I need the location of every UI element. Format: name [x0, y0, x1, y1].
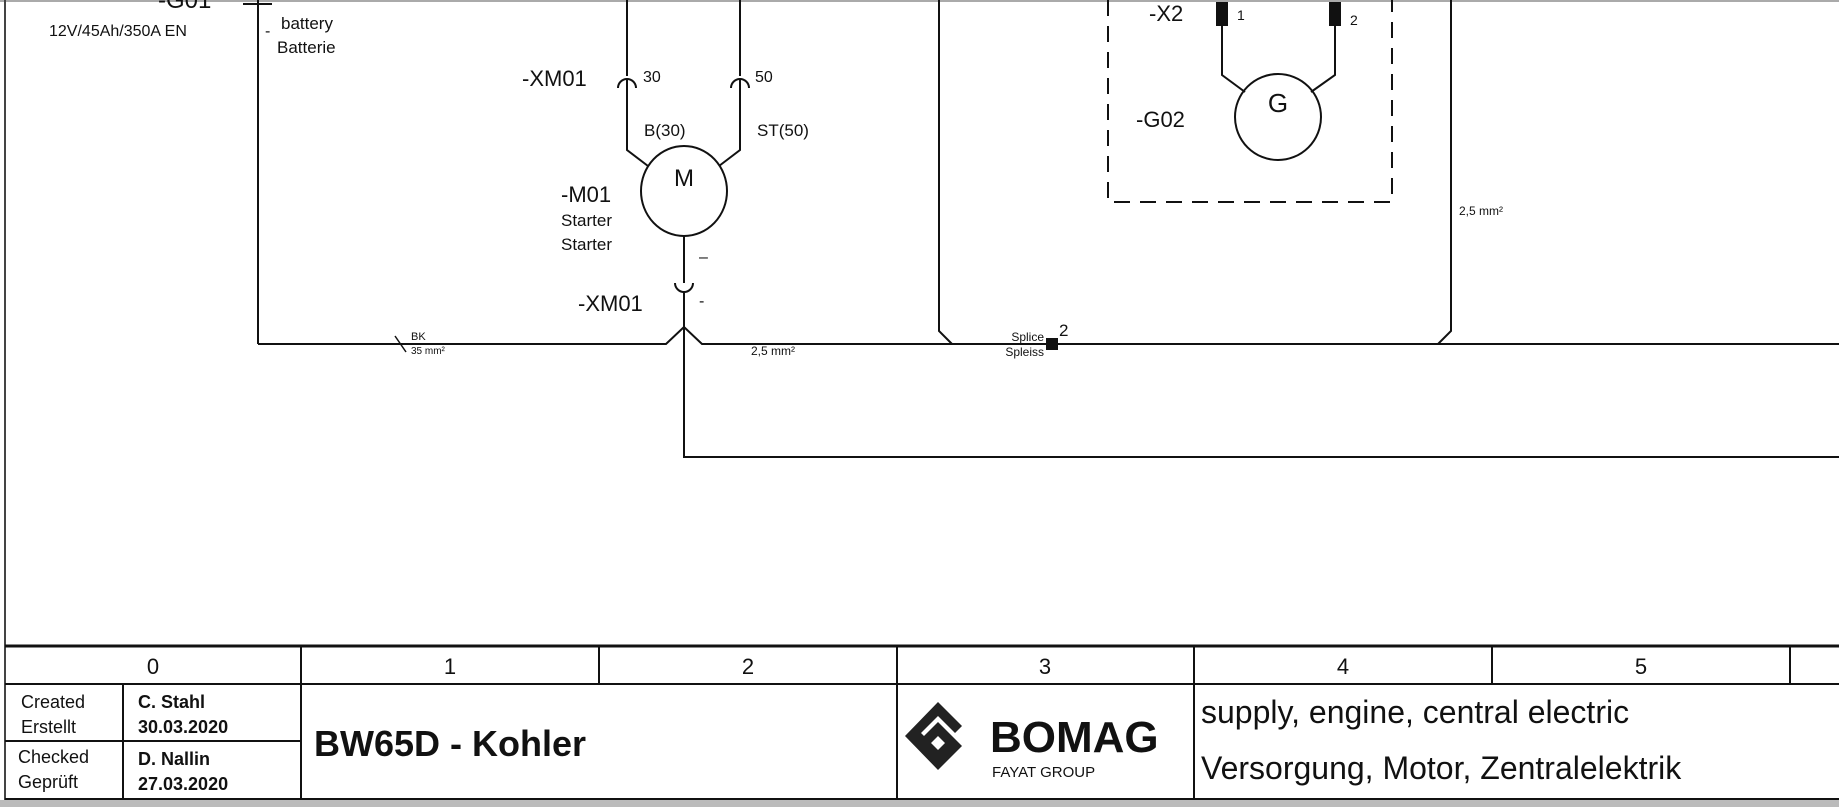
splice-icon	[1046, 338, 1058, 350]
connector-xm01-top-label: -XM01	[522, 66, 587, 91]
column-number: 2	[742, 654, 754, 679]
alternator-g02[interactable]: -X2 1 2 G -G02	[1107, 0, 1393, 203]
column-number: 3	[1039, 654, 1051, 679]
connector-pin-50-icon	[730, 78, 750, 89]
wire-color-label: BK	[411, 331, 426, 343]
wire-to-right	[683, 292, 1839, 458]
wire-cross-section-starter: 2,5 mm²	[751, 344, 795, 358]
created-date: 30.03.2020	[138, 717, 228, 737]
wire-cross-section-right: 2,5 mm²	[1459, 204, 1503, 218]
column-number: 5	[1635, 654, 1647, 679]
terminal-st50-label: ST(50)	[757, 121, 809, 140]
bomag-logo-icon	[905, 702, 962, 770]
wire-mark-slash	[394, 335, 407, 353]
starter-name-en: Starter	[561, 211, 612, 230]
pin-minus-label: -	[699, 293, 704, 310]
battery-id: -G01	[158, 0, 211, 14]
pin-30-label: 30	[643, 69, 661, 86]
splice-2[interactable]: Splice Spleiss 2	[1005, 321, 1068, 359]
connector-x2-label: -X2	[1149, 1, 1183, 26]
logo-brand: BOMAG	[990, 713, 1159, 762]
wire-g-pin2	[1310, 26, 1336, 93]
created-label-en: Created	[21, 692, 85, 712]
splice-number: 2	[1059, 321, 1068, 340]
wire-g-pin1	[1221, 26, 1246, 93]
battery-name-de: Batterie	[277, 38, 336, 57]
checked-by: D. Nallin	[138, 749, 210, 769]
pin-50-label: 50	[755, 69, 773, 86]
battery-name-en: battery	[281, 14, 333, 33]
checked-date: 27.03.2020	[138, 774, 228, 794]
connector-pin-minus-icon	[674, 282, 694, 293]
created-label-de: Erstellt	[21, 717, 76, 737]
splice-label-de: Spleiss	[1005, 345, 1044, 359]
splice-label-en: Splice	[1011, 330, 1044, 344]
column-number: 1	[444, 654, 456, 679]
description-en: supply, engine, central electric	[1201, 694, 1629, 730]
ground-wire-right-drop	[1437, 0, 1452, 345]
created-by: C. Stahl	[138, 692, 205, 712]
wire-b30	[626, 80, 649, 167]
connector-xm01-bottom-label: -XM01	[578, 291, 643, 316]
ground-wire-left-drop	[938, 0, 953, 345]
connector-x2-pin1-icon	[1216, 2, 1228, 26]
pin-1-label: 1	[1237, 7, 1245, 23]
pin-2-label: 2	[1350, 12, 1358, 28]
description-de: Versorgung, Motor, Zentralelektrik	[1201, 750, 1682, 786]
column-number: 4	[1337, 654, 1349, 679]
terminal-b30-label: B(30)	[644, 121, 686, 140]
wire-cross-section-main: 35 mm²	[411, 346, 446, 357]
connector-x2-pin2-icon	[1329, 2, 1341, 26]
bottom-gray-bar	[0, 800, 1839, 807]
wire-st50	[718, 80, 741, 167]
bomag-logo: BOMAG FAYAT GROUP	[905, 702, 1159, 781]
generator-symbol-icon	[1234, 73, 1322, 161]
motor-symbol-letter: M	[674, 165, 694, 192]
starter-name-de: Starter	[561, 235, 612, 254]
title-block: 0 1 2 3 4 5 Created Erstellt C. Stahl 30…	[0, 644, 1839, 807]
logo-group: FAYAT GROUP	[992, 764, 1095, 781]
starter-m01[interactable]: -XM01 30 50 B(30) ST(50) M -M01 Starter …	[522, 0, 1839, 458]
device-boundary-box	[1107, 0, 1393, 203]
generator-symbol-letter: G	[1268, 88, 1288, 118]
machine-title: BW65D - Kohler	[314, 723, 586, 764]
column-number: 0	[147, 654, 159, 679]
starter-id: -M01	[561, 182, 611, 207]
battery-minus-label: -	[265, 23, 270, 40]
connector-pin-30-icon	[617, 78, 637, 89]
battery-g01[interactable]: -G01 12V/45Ah/350A EN - battery Batterie	[49, 0, 336, 57]
checked-label-en: Checked	[18, 747, 89, 767]
battery-spec: 12V/45Ah/350A EN	[49, 23, 187, 40]
alternator-id: -G02	[1136, 107, 1185, 132]
starter-minus-mark: –	[699, 249, 708, 266]
checked-label-de: Geprüft	[18, 772, 78, 792]
